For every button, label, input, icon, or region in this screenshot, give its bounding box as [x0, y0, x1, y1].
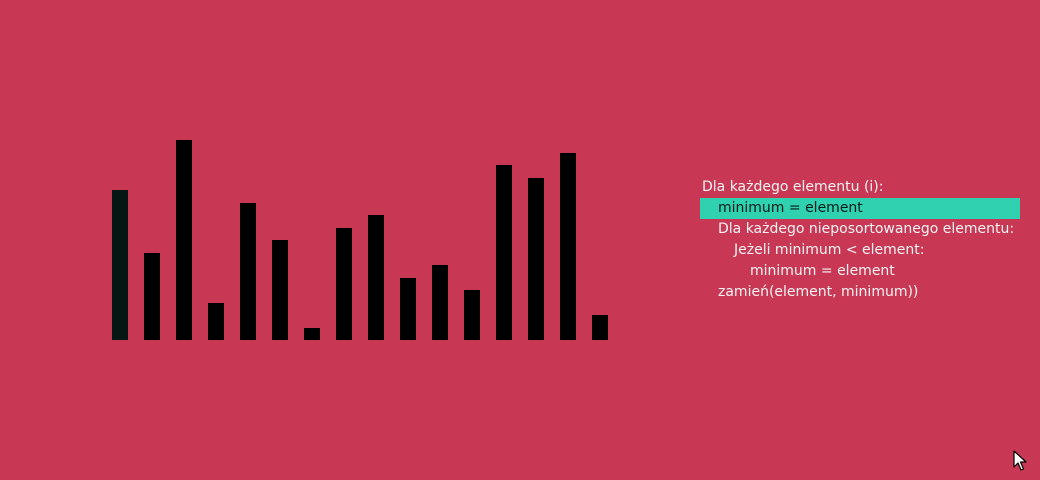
- array-bar: [464, 290, 480, 340]
- array-bar: [592, 315, 608, 340]
- array-bar: [400, 278, 416, 340]
- array-bar: [208, 303, 224, 340]
- code-line-swap: zamień(element, minimum)): [718, 284, 919, 300]
- code-line-compare: Jeżeli minimum < element:: [734, 242, 925, 258]
- array-bar: [240, 203, 256, 340]
- pseudocode-panel: Dla każdego elementu (i): minimum = elem…: [700, 177, 1020, 303]
- array-bar: [336, 228, 352, 340]
- code-line-set-minimum: minimum = element: [700, 198, 1020, 219]
- array-bar: [304, 328, 320, 340]
- code-line-inner-loop: Dla każdego nieposortowanego elementu:: [718, 221, 1015, 237]
- array-bar: [144, 253, 160, 340]
- array-bar: [272, 240, 288, 340]
- array-bar: [176, 140, 192, 340]
- code-line-outer-loop: Dla każdego elementu (i):: [702, 179, 884, 195]
- array-bar: [368, 215, 384, 340]
- array-bar: [560, 153, 576, 340]
- code-line-update-minimum: minimum = element: [750, 263, 895, 279]
- array-bar: [528, 178, 544, 340]
- mouse-pointer-icon: [1013, 450, 1027, 471]
- array-bar: [112, 190, 128, 340]
- array-bar: [432, 265, 448, 340]
- array-bar: [496, 165, 512, 340]
